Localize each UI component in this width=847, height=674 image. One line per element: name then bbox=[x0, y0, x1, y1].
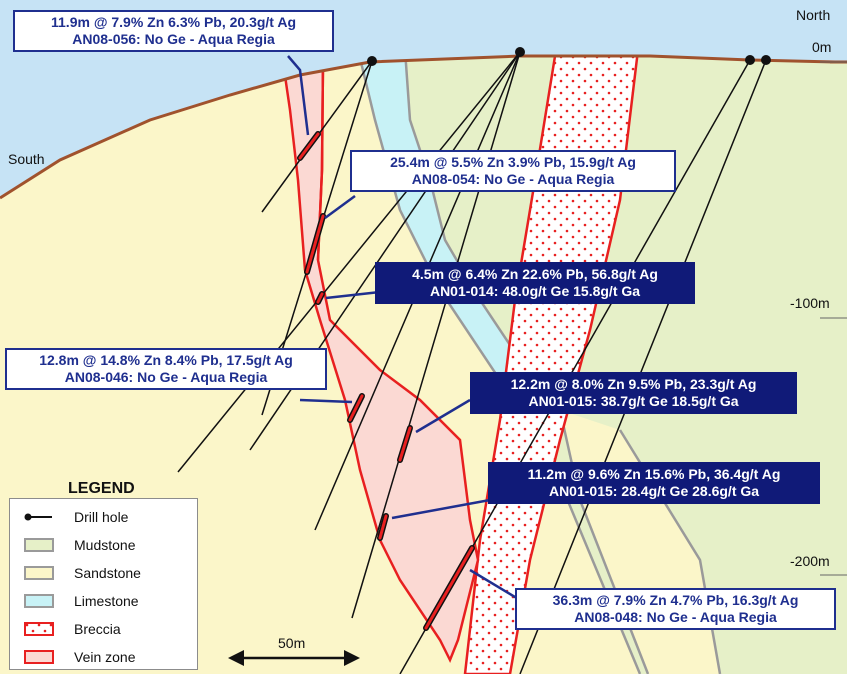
drill-hole bbox=[351, 51, 521, 619]
mudstone-swatch bbox=[24, 538, 54, 552]
scale-bar bbox=[228, 650, 360, 666]
orientation-south: South bbox=[8, 151, 45, 167]
vein-zone-swatch bbox=[24, 650, 54, 664]
breccia-swatch bbox=[24, 622, 54, 636]
depth-label-0: 0m bbox=[812, 39, 831, 55]
depth-label-200: -200m bbox=[790, 553, 830, 569]
callout-an08-054: 25.4m @ 5.5% Zn 3.9% Pb, 15.9g/t Ag AN08… bbox=[350, 150, 676, 192]
callout-an01-015-b: 11.2m @ 9.6% Zn 15.6% Pb, 36.4g/t Ag AN0… bbox=[488, 462, 820, 504]
legend-item-breccia: Breccia bbox=[24, 619, 121, 639]
scale-bar-label: 50m bbox=[278, 635, 305, 651]
intercept-segments bbox=[297, 131, 475, 631]
callout-an01-015-a: 12.2m @ 8.0% Zn 9.5% Pb, 23.3g/t Ag AN01… bbox=[470, 372, 797, 414]
drill-collars bbox=[367, 47, 771, 66]
legend-title: LEGEND bbox=[68, 480, 135, 497]
legend-item-sandstone: Sandstone bbox=[24, 563, 141, 583]
orientation-north: North bbox=[796, 7, 830, 23]
legend-item-drill-hole: Drill hole bbox=[24, 507, 128, 527]
legend-item-vein-zone: Vein zone bbox=[24, 647, 136, 667]
limestone-swatch bbox=[24, 594, 54, 608]
legend-item-mudstone: Mudstone bbox=[24, 535, 135, 555]
callout-an08-046: 12.8m @ 14.8% Zn 8.4% Pb, 17.5g/t Ag AN0… bbox=[5, 348, 327, 390]
depth-label-100: -100m bbox=[790, 295, 830, 311]
sandstone-swatch bbox=[24, 566, 54, 580]
drill-hole-icon bbox=[24, 513, 52, 521]
legend: Drill hole Mudstone Sandstone Limestone … bbox=[9, 498, 198, 670]
callout-an08-056: 11.9m @ 7.9% Zn 6.3% Pb, 20.3g/t Ag AN08… bbox=[13, 10, 334, 52]
callout-leaders bbox=[287, 55, 521, 602]
topography-line bbox=[0, 54, 836, 200]
legend-item-limestone: Limestone bbox=[24, 591, 139, 611]
callout-an08-048: 36.3m @ 7.9% Zn 4.7% Pb, 16.3g/t Ag AN08… bbox=[515, 588, 836, 630]
mudstone-unit bbox=[360, 56, 847, 674]
limestone-unit bbox=[358, 56, 520, 380]
drill-hole bbox=[177, 51, 521, 473]
callout-an01-014: 4.5m @ 6.4% Zn 22.6% Pb, 56.8g/t Ag AN01… bbox=[375, 262, 695, 304]
drill-hole bbox=[519, 59, 767, 674]
